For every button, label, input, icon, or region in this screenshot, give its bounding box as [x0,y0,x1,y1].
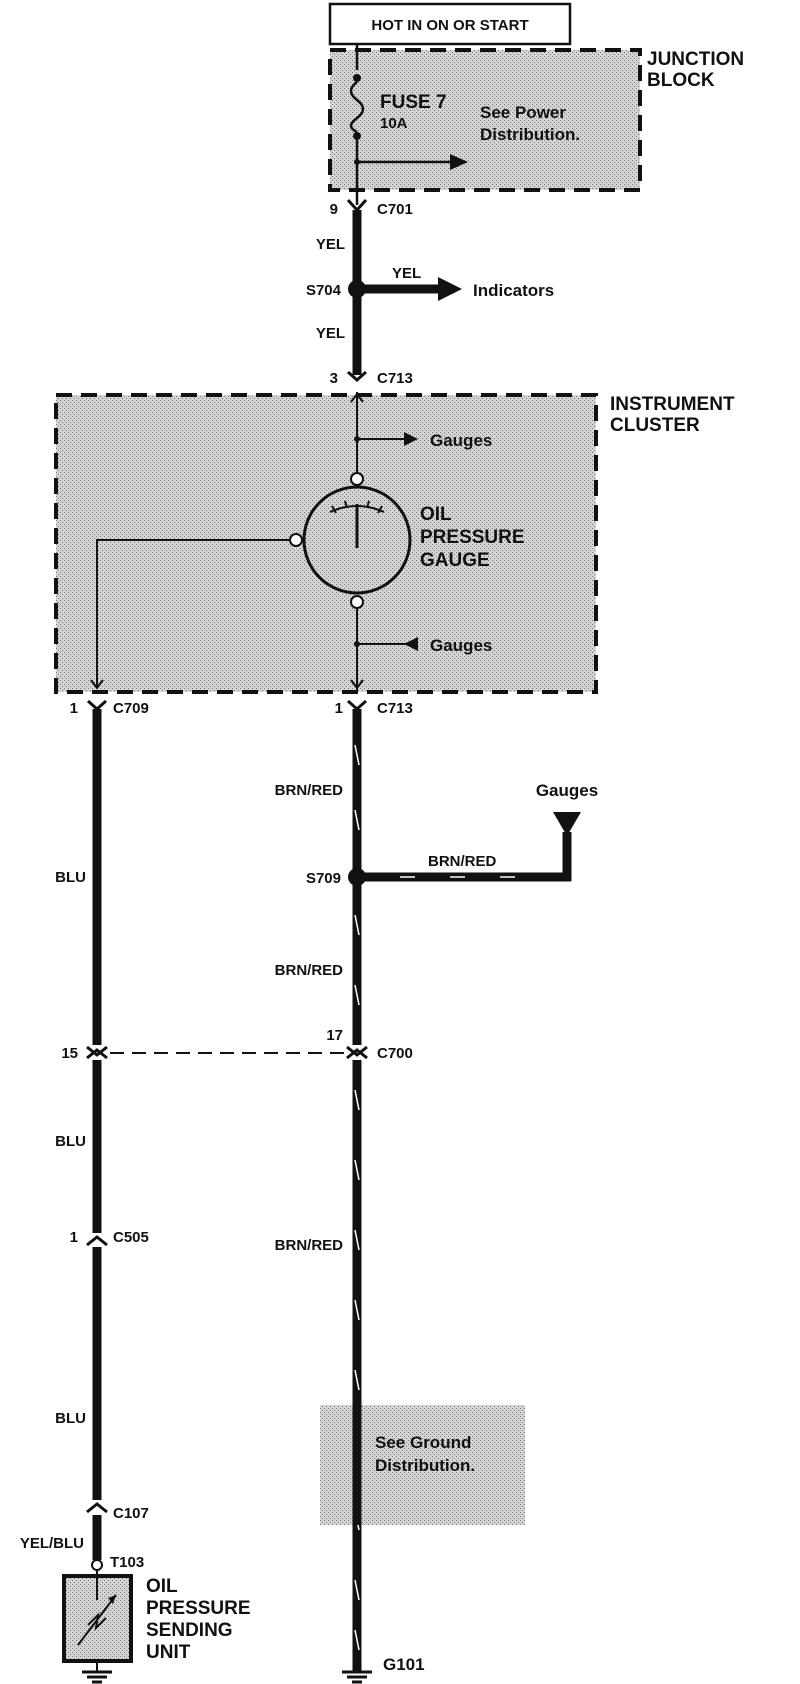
c701-pin: 9 [330,201,338,218]
wire-color-yel-upper: YEL [316,236,345,253]
wire-color-blu-2: BLU [55,1133,86,1150]
connector-c700: 15 17 C700 [61,1027,413,1062]
c713-in-pin: 3 [330,370,338,387]
ground-note-2: Distribution. [375,1456,475,1475]
power-distribution-note-2: Distribution. [480,125,580,144]
brn-red-wire [352,709,362,1672]
indicators-label: Indicators [473,281,554,300]
c713-out-pin: 1 [335,700,343,717]
connector-c713-out: 1 C713 [335,699,413,717]
splice-s709: S709 [306,868,366,887]
c107-name: C107 [113,1505,149,1522]
gauges-branch-arrow-icon [553,812,581,836]
arrow-icon [404,432,418,446]
connector-c709: 1 C709 [70,699,149,717]
c713-out-name: C713 [377,700,413,717]
wire-color-blu-1: BLU [55,869,86,886]
connector-c505: 1 C505 [70,1229,149,1247]
wire-color-brn-red-2: BRN/RED [275,962,344,979]
cluster-title-2: CLUSTER [610,415,700,436]
arrow-icon [404,637,418,651]
gauge-label-2: PRESSURE [420,527,525,548]
brn-red-branch-wire [357,832,572,882]
c505-name: C505 [113,1229,149,1246]
junction-block: JUNCTION BLOCK FUSE 7 10A See Power Dist… [328,44,744,205]
ground-icon [342,1670,372,1684]
c700-left-pin: 15 [61,1045,78,1062]
wire-color-brn-red-1: BRN/RED [275,782,344,799]
ground-distribution-note: See Ground Distribution. [320,1405,525,1525]
c505-pin: 1 [70,1229,78,1246]
instrument-cluster: INSTRUMENT CLUSTER Gauges OIL PRESSURE G… [54,392,735,694]
fuse-name: FUSE 7 [380,92,447,113]
c700-right-pin: 17 [326,1027,343,1044]
splice-s704: S704 [306,280,366,299]
arrow-icon [450,154,468,170]
cluster-title-1: INSTRUMENT [610,394,735,415]
fuse-icon [349,81,365,134]
power-source-box: HOT IN ON OR START [328,2,572,46]
sending-unit-label-4: UNIT [146,1642,191,1663]
c713-in-name: C713 [377,370,413,387]
junction-block-title-2: BLOCK [647,70,715,91]
s704-label: S704 [306,282,342,299]
indicators-arrow-icon [438,277,462,301]
oil-pressure-gauge-icon [302,485,412,595]
gauge-label-1: OIL [420,504,452,525]
wire-color-brn-red-3: BRN/RED [275,1237,344,1254]
junction-block-title-1: JUNCTION [647,49,744,70]
wire-color-yel-blu: YEL/BLU [20,1535,84,1552]
connector-c713-in: 3 C713 [330,370,413,387]
sending-unit-label-3: SENDING [146,1620,233,1641]
c709-name: C709 [113,700,149,717]
sensor-icon [77,1594,117,1646]
gauge-label-3: GAUGE [420,550,490,571]
wire-color-brn-red-branch: BRN/RED [428,853,497,870]
gauges-label-top: Gauges [430,431,492,450]
power-source-label: HOT IN ON OR START [371,17,528,34]
c701-name: C701 [377,201,413,218]
ground-note-1: See Ground [375,1433,471,1452]
oil-pressure-sending-unit: OIL PRESSURE SENDING UNIT [62,1559,251,1684]
power-distribution-note-1: See Power [480,103,566,122]
fuse-rating: 10A [380,115,408,132]
gauges-branch-label: Gauges [536,781,598,800]
ground-g101: G101 [342,1655,425,1684]
connector-c107: C107 [86,1502,149,1522]
t103-name: T103 [110,1554,144,1571]
s709-label: S709 [306,870,341,887]
wire-color-yel-branch: YEL [392,265,421,282]
c700-name: C700 [377,1045,413,1062]
wire-color-yel-lower: YEL [316,325,345,342]
sending-unit-label-2: PRESSURE [146,1598,251,1619]
connector-c701: 9 C701 [330,198,413,218]
sending-unit-label-1: OIL [146,1576,178,1597]
wire-color-blu-3: BLU [55,1410,86,1427]
c709-pin: 1 [70,700,78,717]
gauges-label-bottom: Gauges [430,636,492,655]
ground-icon [82,1670,112,1684]
g101-label: G101 [383,1655,425,1674]
